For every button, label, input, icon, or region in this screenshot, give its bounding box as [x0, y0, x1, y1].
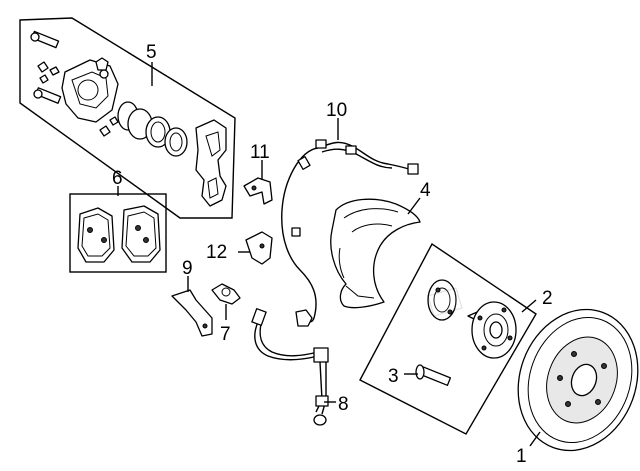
callout-6: 6	[112, 168, 123, 189]
brake-rotor-icon	[517, 308, 639, 452]
caliper-bracket-icon	[195, 119, 227, 207]
callout-5: 5	[146, 42, 157, 63]
wheel-stud-icon	[415, 364, 452, 386]
hub-assembly-group	[359, 242, 537, 435]
callout-9: 9	[182, 258, 193, 279]
leader-line-1	[529, 431, 541, 447]
callout-11: 11	[250, 142, 270, 163]
splash-shield-icon	[330, 198, 421, 309]
callout-8: 8	[338, 394, 349, 415]
bracket-12-icon	[245, 231, 273, 265]
leader-line-4	[407, 197, 421, 215]
caliper-assembly-box	[19, 17, 236, 219]
leader-line-2	[521, 299, 537, 313]
guide-pin-bolt-icon	[30, 30, 62, 104]
callout-labels: 5 6 11 12 9 7 10 4 2 3 8 1	[112, 42, 553, 467]
callout-7: 7	[220, 324, 231, 345]
brake-pads-group	[69, 193, 167, 273]
callout-4: 4	[420, 180, 431, 201]
hub-assembly-box	[359, 242, 537, 435]
callout-3: 3	[388, 366, 399, 387]
callout-1: 1	[516, 446, 527, 467]
brake-pad-icon	[121, 205, 161, 263]
wheel-hub-icon	[467, 301, 517, 359]
brake-pad-icon	[77, 207, 115, 263]
seal-icon	[99, 116, 119, 137]
leader-lines	[117, 62, 541, 447]
bleeder-screw-icon	[37, 61, 60, 84]
caliper-assembly-group	[19, 17, 236, 219]
abs-sensor-icon	[211, 283, 241, 305]
hose-bracket-icon	[171, 289, 213, 337]
brake-hose-icon	[251, 308, 329, 426]
callout-12: 12	[206, 242, 227, 263]
callout-2: 2	[542, 288, 553, 309]
hub-bearing-icon	[427, 279, 463, 321]
caliper-body-icon	[61, 57, 119, 123]
sensor-wire-icon	[281, 139, 419, 327]
callout-10: 10	[326, 100, 347, 121]
bracket-11-icon	[243, 177, 273, 205]
piston-seal-icon	[117, 101, 188, 157]
